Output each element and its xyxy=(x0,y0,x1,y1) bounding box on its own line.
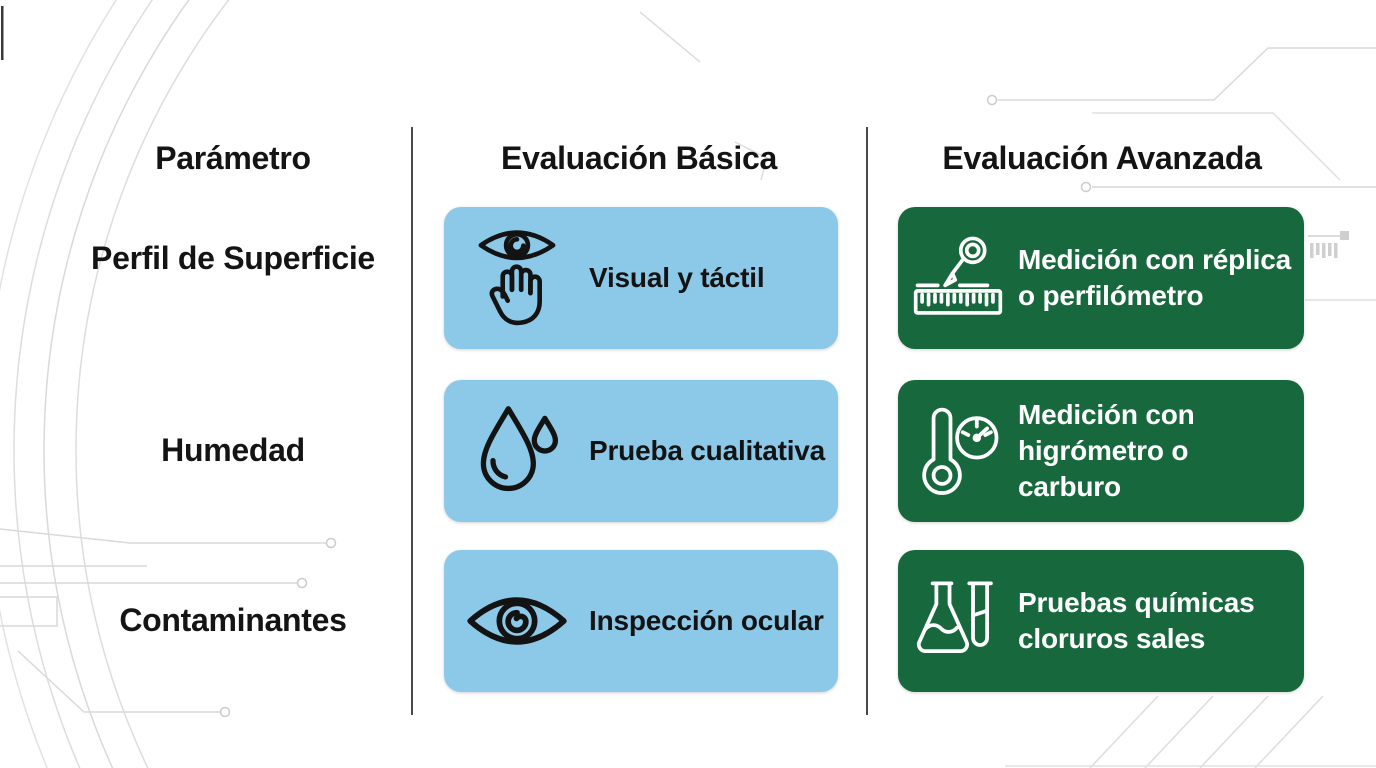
basic-card-label: Visual y táctil xyxy=(589,262,765,294)
profilometer-ruler-icon xyxy=(898,232,1018,324)
eye-hand-icon xyxy=(444,220,589,336)
column-header-parametro: Parámetro xyxy=(155,140,311,176)
eye-icon xyxy=(444,583,589,659)
row-label-contaminantes: Contaminantes xyxy=(119,602,347,638)
row-label-perfil-de-superficie: Perfil de Superficie xyxy=(91,240,375,276)
column-divider-left xyxy=(411,127,413,715)
row-label-humedad: Humedad xyxy=(161,432,305,468)
basic-card-label: Inspección ocular xyxy=(589,605,824,637)
advanced-card-humedad: Medición con higrómetro o carburo xyxy=(898,380,1304,522)
basic-card-humedad: Prueba cualitativa xyxy=(444,380,838,522)
basic-card-label: Prueba cualitativa xyxy=(589,435,826,467)
flask-tube-icon xyxy=(898,574,1018,668)
basic-card-contaminantes: Inspección ocular xyxy=(444,550,838,692)
advanced-card-contaminantes: Pruebas químicas cloruros sales xyxy=(898,550,1304,692)
column-divider-right xyxy=(866,127,868,715)
basic-card-perfil: Visual y táctil xyxy=(444,207,838,349)
thermometer-gauge-icon xyxy=(898,404,1018,498)
advanced-card-label: Medición con réplica o perfilómetro xyxy=(1018,244,1291,311)
advanced-card-label: Pruebas químicas cloruros sales xyxy=(1018,587,1255,654)
column-header-evaluacion-basica: Evaluación Básica xyxy=(501,140,777,176)
water-drops-icon xyxy=(444,403,589,499)
advanced-card-label: Medición con higrómetro o carburo xyxy=(1018,399,1195,502)
advanced-card-perfil: Medición con réplica o perfilómetro xyxy=(898,207,1304,349)
column-header-evaluacion-avanzada: Evaluación Avanzada xyxy=(942,140,1262,176)
